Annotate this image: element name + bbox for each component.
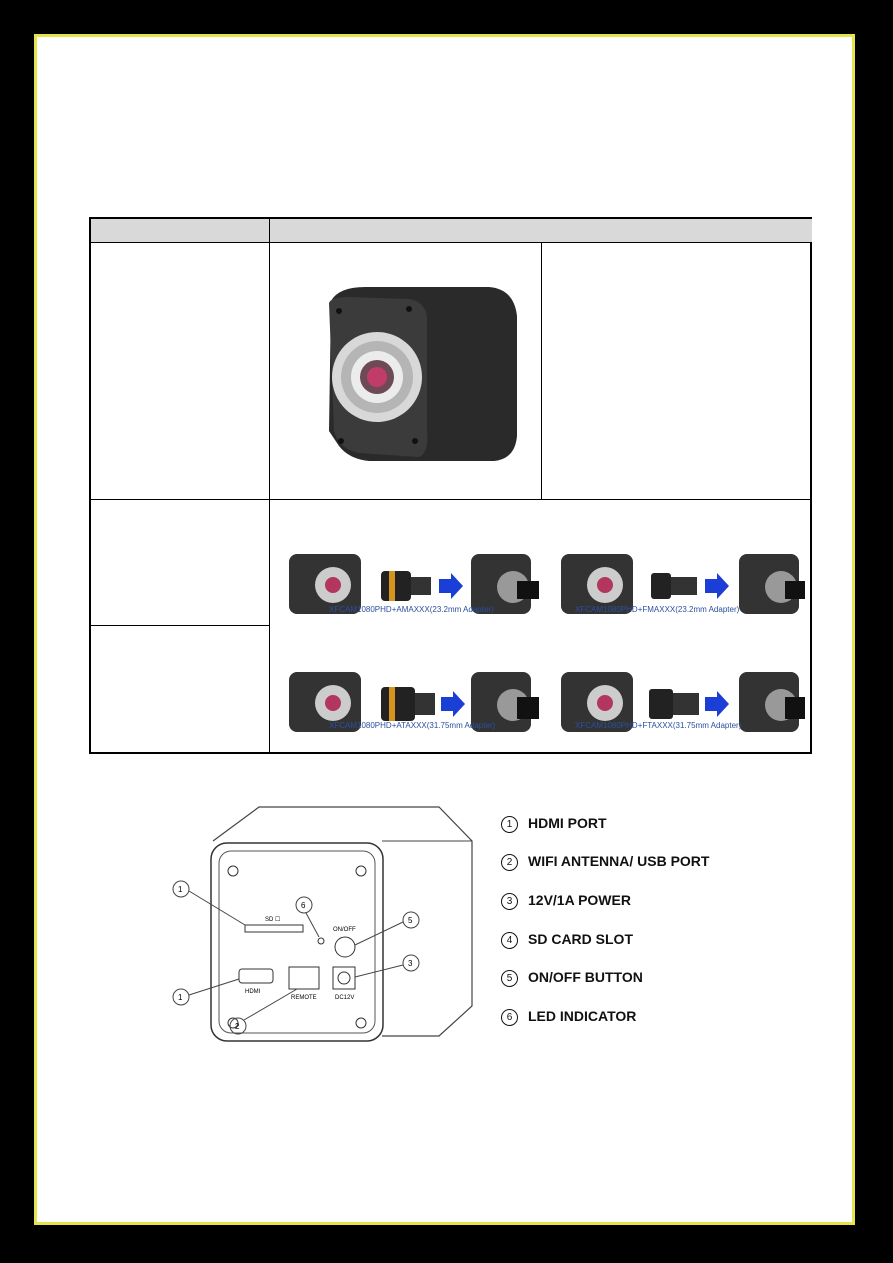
adapter-caption-2: XFCAM1080PHD+FMAXXX(23.2mm Adapter) [575,605,740,614]
adapter-image-3 [289,672,539,732]
document-page: XFCAM1080PHD+AMAXXX(23.2mm Adapter) XFCA… [34,34,855,1225]
onoff-label: ON/OFF [333,927,356,933]
callout-6: 6 [301,901,306,910]
callout-1-bottom: 1 [178,993,183,1002]
sd-label: SD ☐ [265,916,280,923]
callout-5: 5 [408,916,413,925]
camera-product-photo [329,286,517,461]
adapter-image-2 [561,554,805,614]
dc12v-label: DC12V [335,995,354,1001]
callout-2: 2 [235,1022,240,1031]
callout-1-top: 1 [178,885,183,894]
table-header-left [91,219,269,243]
hdmi-label: HDMI [245,989,261,995]
adapter-caption-1: XFCAM1080PHD+AMAXXX(23.2mm Adapter) [329,605,494,614]
spec-table: XFCAM1080PHD+AMAXXX(23.2mm Adapter) XFCA… [89,217,812,754]
callout-3: 3 [408,959,413,968]
adapter-image-4 [561,672,805,732]
remote-label: REMOTE [291,995,317,1001]
rear-panel-diagram: SD ☐ ON/OFF HDMI REMOTE DC12V 1 6 5 3 1 … [172,806,473,1042]
adapter-caption-3: XFCAM1080PHD+ATAXXX(31.75mm Adapter) [329,721,496,730]
table-header-right [270,219,812,243]
adapter-image-1 [289,554,539,614]
adapter-caption-4: XFCAM1080PHD+FTAXXX(31.75mm Adapter) [575,721,742,730]
